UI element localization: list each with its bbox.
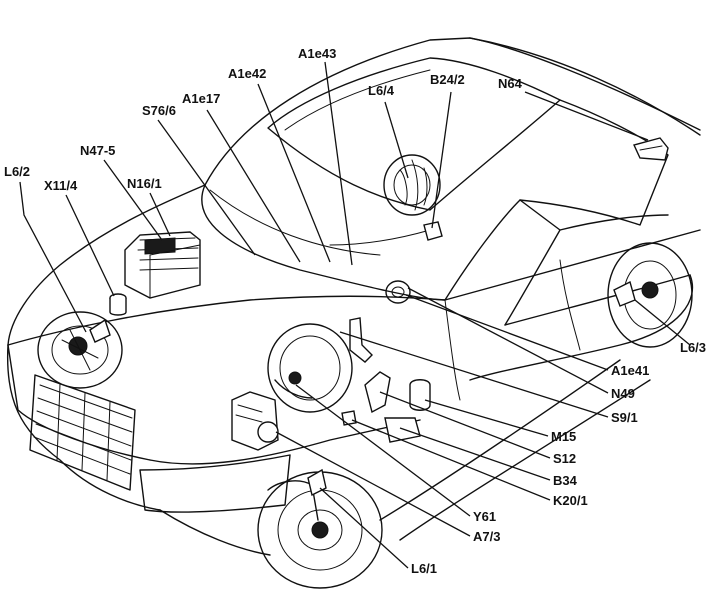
label-l6-3: L6/3 <box>680 340 706 355</box>
label-s12: S12 <box>553 451 576 466</box>
label-n64: N64 <box>498 76 523 91</box>
b34-switch-cluster <box>341 371 431 443</box>
rear-left-wheel <box>383 154 441 216</box>
n64-module <box>633 137 669 161</box>
component-labels: A1e43 A1e42 L6/4 B24/2 N64 A1e17 S76/6 N… <box>4 46 706 576</box>
label-n47-5: N47-5 <box>80 143 115 158</box>
l6-2-speed-sensor <box>89 318 111 343</box>
label-s76-6: S76/6 <box>142 103 176 118</box>
label-x11-4: X11/4 <box>44 178 78 193</box>
label-a7-3: A7/3 <box>473 529 500 544</box>
leader-lines <box>19 61 691 569</box>
label-n49: N49 <box>611 386 635 401</box>
label-a1e17: A1e17 <box>182 91 220 106</box>
label-s9-1: S9/1 <box>611 410 638 425</box>
label-y61: Y61 <box>473 509 496 524</box>
label-n16-1: N16/1 <box>127 176 162 191</box>
label-a1e42: A1e42 <box>228 66 266 81</box>
label-m15: M15 <box>551 429 576 444</box>
a1e41-indicator-lamp <box>385 280 411 304</box>
label-b24-2: B24/2 <box>430 72 465 87</box>
front-left-wheel <box>37 311 123 389</box>
label-l6-1: L6/1 <box>411 561 437 576</box>
brake-booster <box>267 323 353 413</box>
label-a1e43: A1e43 <box>298 46 336 61</box>
car-body <box>6 37 701 556</box>
label-k20-1: K20/1 <box>553 493 588 508</box>
l6-3-speed-sensor <box>613 280 636 307</box>
pedal-bracket <box>349 317 373 363</box>
n16-1-control-module <box>124 231 201 299</box>
x11-4-connector <box>109 293 127 316</box>
label-a1e41: A1e41 <box>611 363 649 378</box>
a7-3-hydraulic-unit <box>231 391 279 451</box>
label-l6-2: L6/2 <box>4 164 30 179</box>
label-l6-4: L6/4 <box>368 83 395 98</box>
label-b34: B34 <box>553 473 578 488</box>
